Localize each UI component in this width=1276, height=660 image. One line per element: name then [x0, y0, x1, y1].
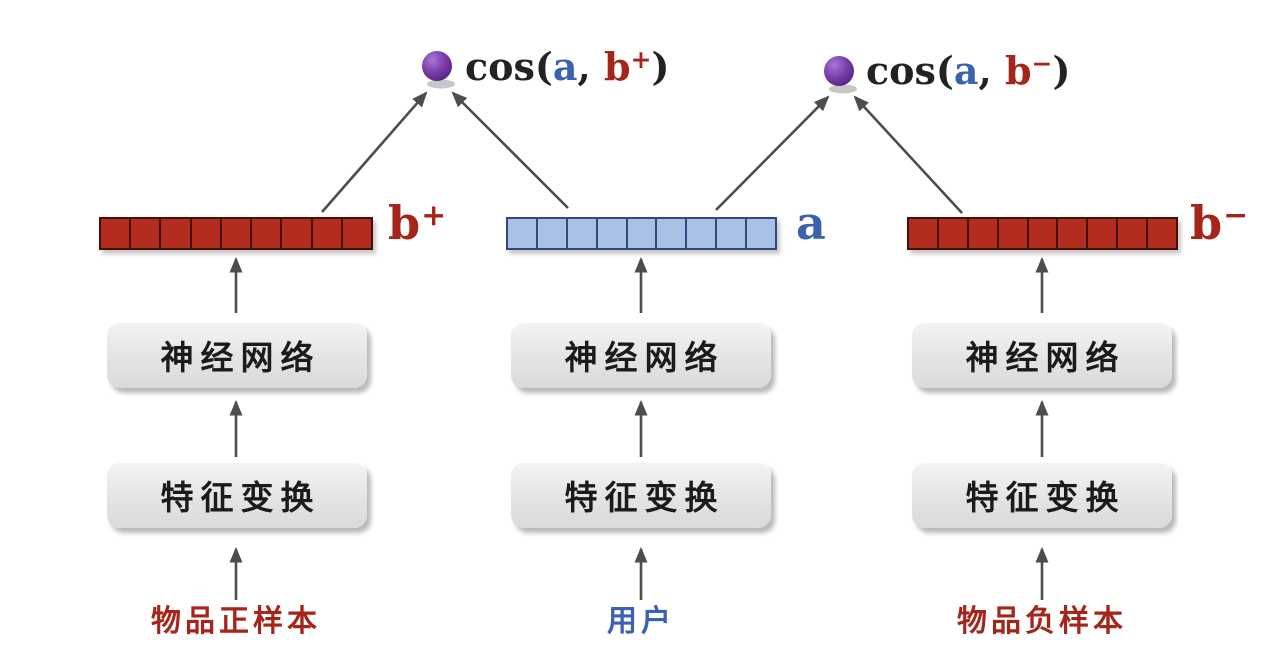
item-negative-embedding-bar [907, 217, 1178, 250]
cos-func-text: cos( [866, 48, 954, 93]
item-positive-embedding-bar [99, 217, 373, 250]
arrow-bpos-to-cos-positive [321, 91, 428, 213]
vector-segment [909, 219, 937, 248]
input-label-item-negative: 物品负样本 [957, 604, 1127, 639]
vector-segment [1086, 219, 1116, 248]
vector-sign: − [1223, 198, 1249, 233]
item-vector-sign: − [1031, 49, 1053, 78]
vector-segment [745, 219, 775, 248]
user-vector-arg: a [953, 48, 979, 93]
vector-label-b-negative: b− [1190, 200, 1248, 246]
vector-segment [101, 219, 129, 248]
vector-segment [535, 219, 566, 248]
vector-segment [715, 219, 745, 248]
score-label-positive: cos(a, b+) [465, 47, 669, 86]
vector-segment [280, 219, 310, 248]
vector-segment [625, 219, 656, 248]
vector-segment [219, 219, 250, 248]
similarity-node-positive-shadow [427, 79, 455, 89]
vector-segment [655, 219, 685, 248]
vector-segment [1116, 219, 1146, 248]
vector-segment [685, 219, 715, 248]
neural-network-box-user: 神经网络 [511, 322, 771, 388]
vector-letter: a [796, 196, 826, 250]
vector-segment [996, 219, 1027, 248]
arrow-a-to-cos-positive [451, 91, 569, 209]
neural-network-box-negative: 神经网络 [912, 322, 1172, 388]
vector-letter: b [1190, 196, 1223, 250]
vector-segment [595, 219, 626, 248]
cos-close-paren: ) [651, 44, 670, 89]
input-label-user: 用户 [607, 604, 675, 639]
cos-separator: , [978, 48, 1005, 93]
feature-transform-box-negative: 特征变换 [912, 462, 1172, 528]
item-vector-sign: + [630, 45, 652, 74]
score-label-negative: cos(a, b−) [866, 51, 1070, 90]
similarity-node-negative-shadow [829, 84, 857, 94]
vector-segment [936, 219, 967, 248]
item-vector-arg: b [1004, 48, 1032, 93]
vector-label-a: a [796, 200, 827, 246]
vector-segment [1146, 219, 1176, 248]
vector-letter: b [388, 196, 421, 250]
vector-segment [310, 219, 341, 248]
vector-segment [189, 219, 220, 248]
vector-segment [250, 219, 280, 248]
vector-segment [340, 219, 371, 248]
similarity-node-negative [824, 56, 854, 86]
feature-transform-box-user: 特征变换 [511, 462, 771, 528]
item-vector-arg: b [603, 44, 631, 89]
cos-separator: , [577, 44, 604, 89]
cos-func-text: cos( [465, 44, 553, 89]
vector-segment [508, 219, 536, 248]
neural-network-box-positive: 神经网络 [107, 322, 367, 388]
cos-close-paren: ) [1052, 48, 1071, 93]
vector-segment [966, 219, 997, 248]
vector-sign: + [421, 198, 447, 233]
vector-segment [1026, 219, 1057, 248]
input-label-item-positive: 物品正样本 [151, 604, 321, 639]
feature-transform-box-positive: 特征变换 [107, 462, 367, 528]
user-embedding-bar [506, 217, 777, 250]
vector-segment [1056, 219, 1086, 248]
similarity-node-positive [422, 51, 452, 81]
vector-segment [565, 219, 596, 248]
vector-label-b-positive: b+ [388, 200, 446, 246]
arrow-a-to-cos-negative [715, 95, 830, 211]
vector-segment [129, 219, 159, 248]
vector-segment [159, 219, 189, 248]
user-vector-arg: a [552, 44, 578, 89]
arrow-bneg-to-cos-negative [853, 95, 963, 214]
